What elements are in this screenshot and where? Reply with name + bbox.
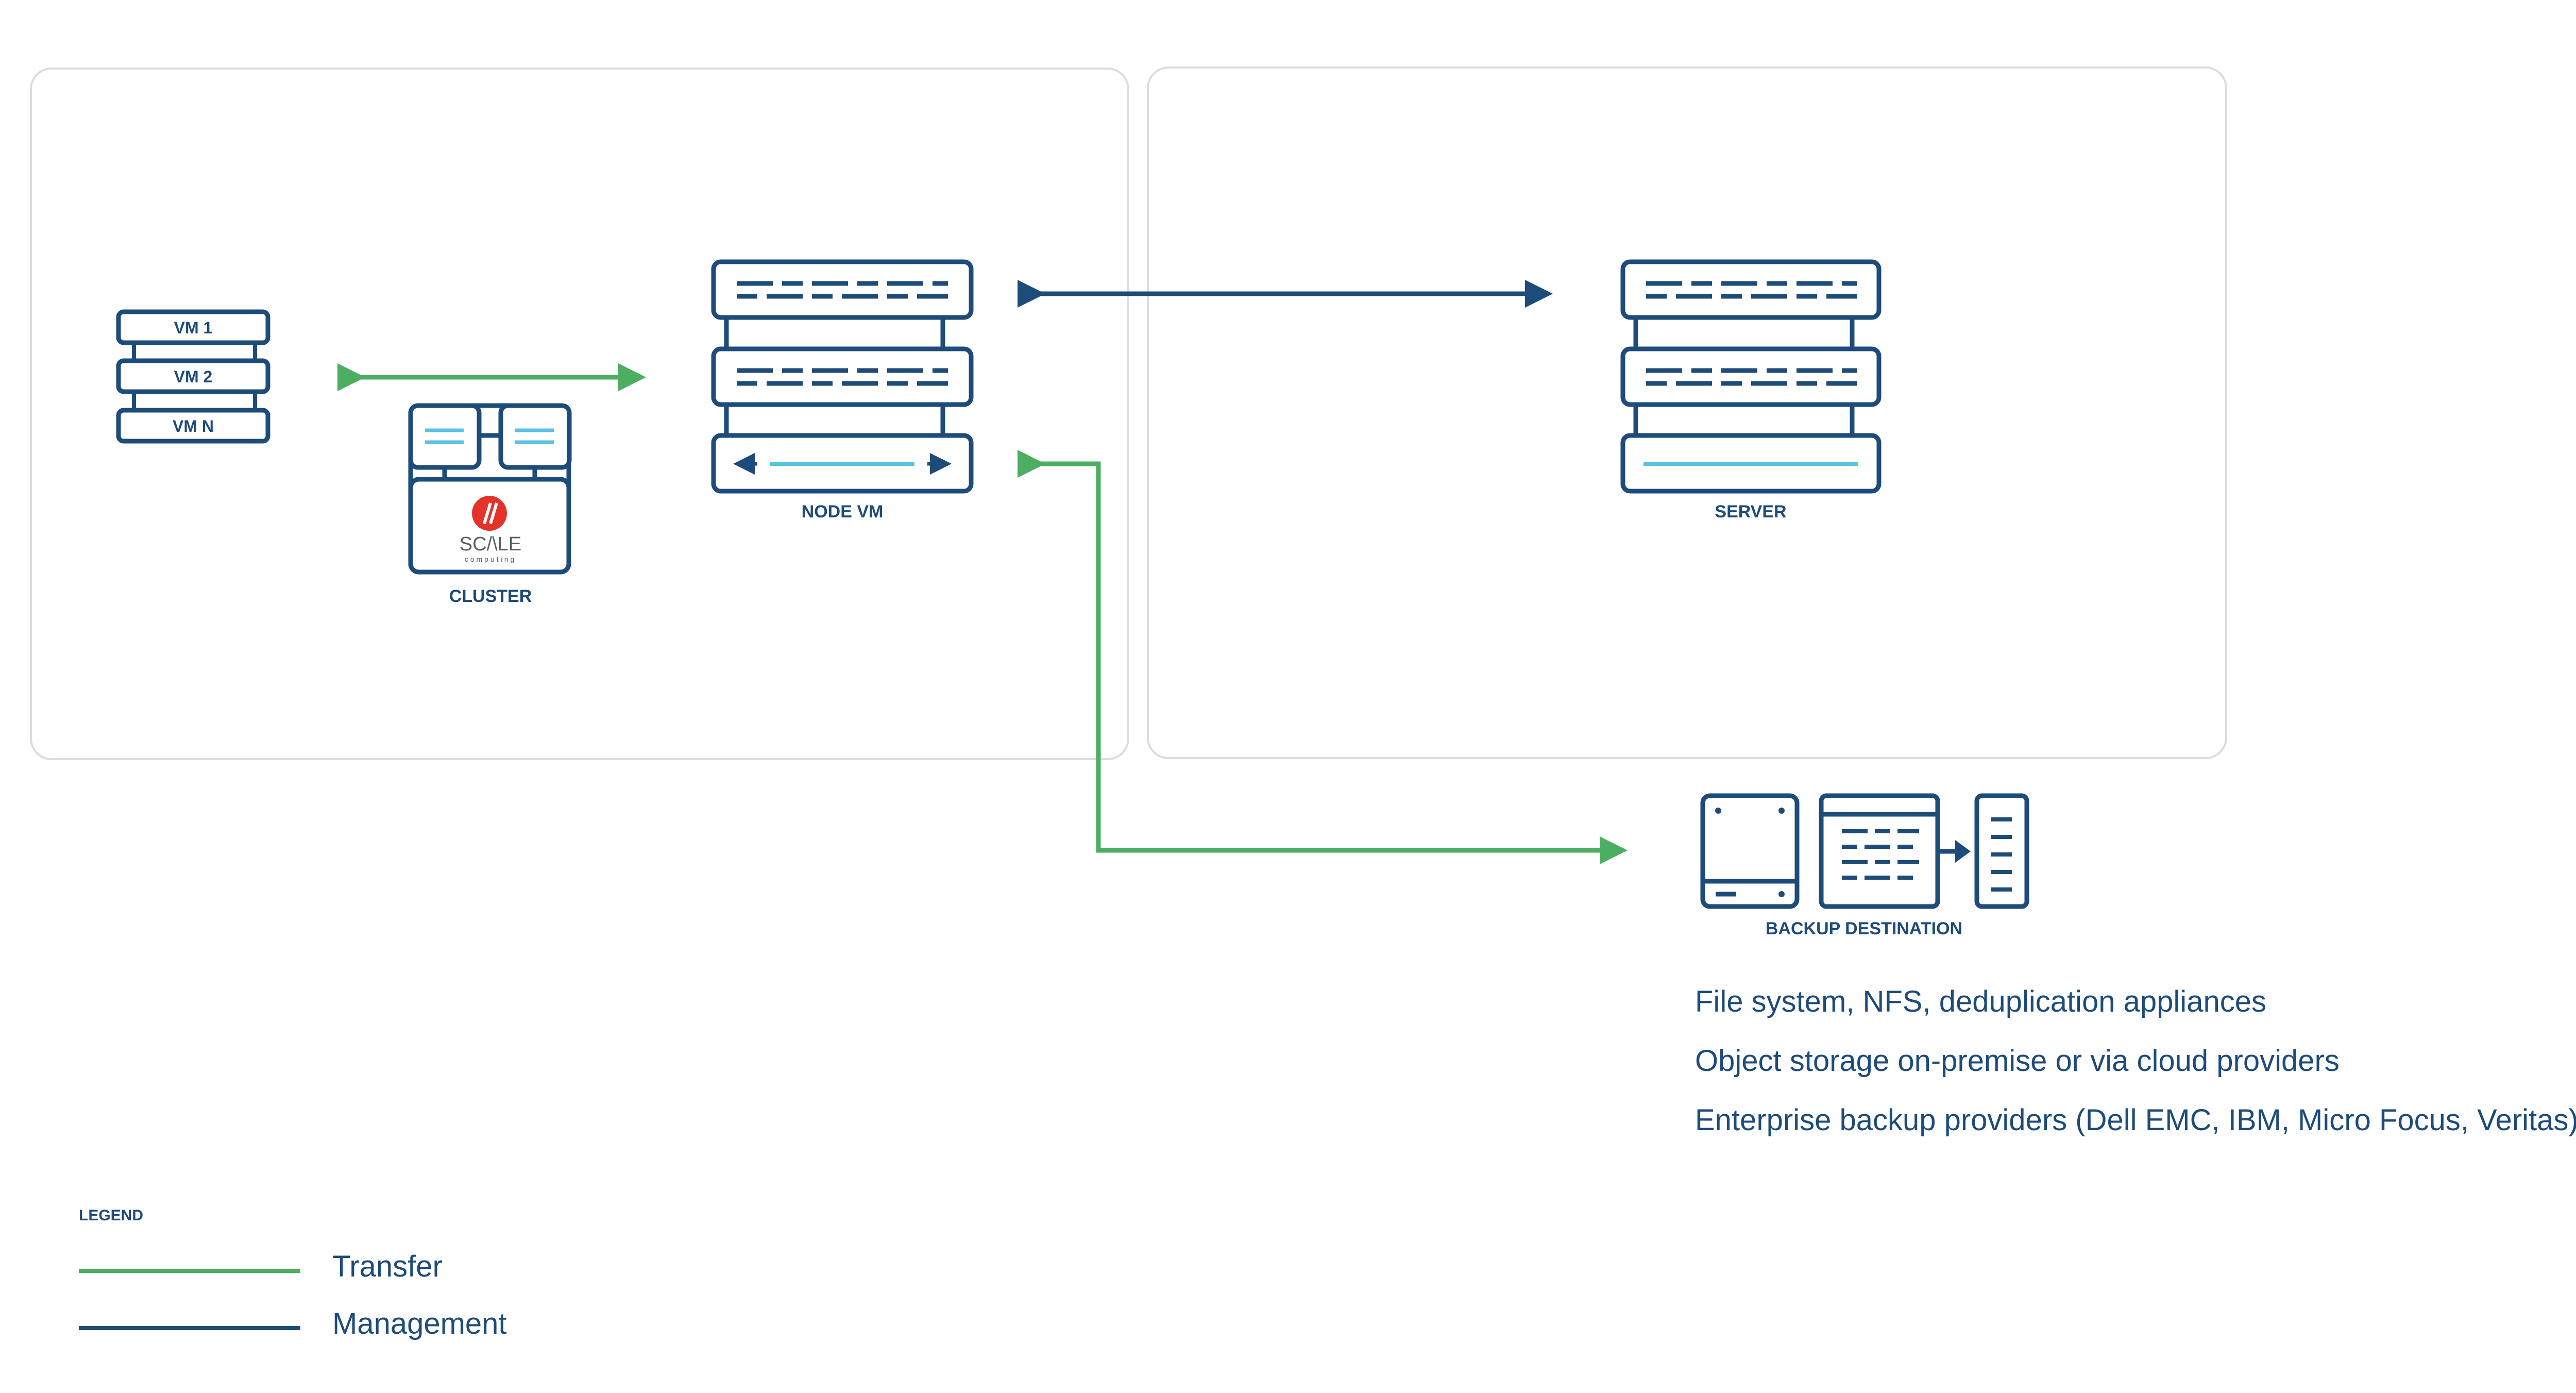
backup-destination-label: BACKUP DESTINATION (1766, 919, 1962, 938)
cluster-label: CLUSTER (449, 586, 532, 606)
left-panel (30, 68, 1129, 760)
scale-logo-subtext: computing (465, 555, 517, 563)
backup-document-icon (1819, 793, 1971, 909)
server-rack-icon (1620, 259, 1882, 494)
vm-label: VM N (173, 417, 214, 435)
backup-tape-icon (1974, 793, 2029, 909)
scale-logo-icon (472, 496, 507, 531)
scale-logo-text: SC/\LE (460, 533, 521, 555)
vm-stack: VM 1 VM 2 VM N (116, 309, 270, 444)
vm-box (116, 358, 270, 394)
backup-description: File system, NFS, deduplication applianc… (1695, 985, 2266, 1018)
legend-title: LEGEND (79, 1207, 144, 1224)
vm-label: VM 2 (174, 367, 213, 386)
legend-transfer-label: Transfer (332, 1250, 443, 1283)
node-vm-rack-icon (711, 259, 974, 494)
server-label: SERVER (1715, 502, 1786, 522)
vm-label: VM 1 (174, 318, 213, 337)
backup-description: Enterprise backup providers (Dell EMC, I… (1695, 1103, 2576, 1137)
backup-description: Object storage on-premise or via cloud p… (1695, 1044, 2340, 1078)
node-backup-transfer-arrow (1018, 450, 1628, 864)
right-panel (1147, 66, 2227, 759)
legend-transfer-line (79, 1269, 300, 1273)
cluster-icon: SC/\LE computing (408, 403, 572, 575)
vm-box (116, 309, 270, 345)
legend-management-label: Management (332, 1307, 507, 1340)
backup-disk-icon (1700, 793, 1800, 909)
node-vm-label: NODE VM (802, 502, 884, 522)
vm-box (116, 408, 270, 444)
legend-management-line (79, 1326, 300, 1330)
